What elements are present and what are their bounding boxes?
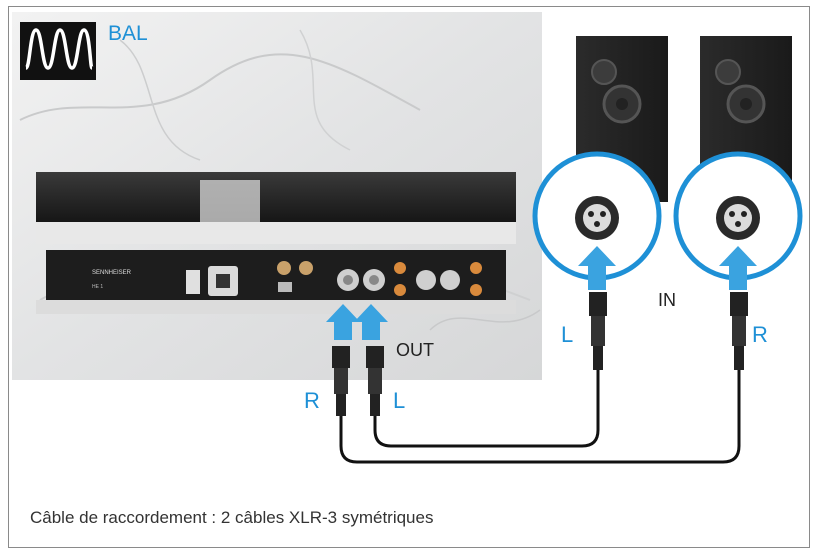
in-right-label: R (752, 322, 768, 347)
in-label: IN (658, 290, 676, 310)
out-label: OUT (396, 340, 434, 360)
arrow-up-icon (326, 304, 360, 340)
xlr-plug-speaker-left (589, 292, 607, 370)
cable-left (373, 370, 600, 448)
device-model: HE 1 (92, 284, 103, 290)
in-left-label: L (561, 322, 574, 347)
device-photo (12, 12, 542, 380)
arrow-up-icon (578, 246, 616, 290)
arrow-up-icon (719, 246, 757, 290)
xlr-plug-device-left (366, 346, 384, 416)
xlr-plug-device-right (332, 346, 350, 416)
balanced-waveform-icon (20, 22, 96, 80)
arrow-up-icon (354, 304, 388, 340)
out-left-label: L (393, 388, 406, 413)
xlr-plug-speaker-right (730, 292, 748, 370)
mode-label: BAL (108, 22, 148, 45)
cable-right (339, 370, 741, 464)
caption: Câble de raccordement : 2 câbles XLR-3 s… (30, 508, 434, 527)
xlr-input-callout-right (673, 151, 803, 281)
device-brand: SENNHEISER (92, 270, 132, 276)
out-right-label: R (304, 388, 320, 413)
